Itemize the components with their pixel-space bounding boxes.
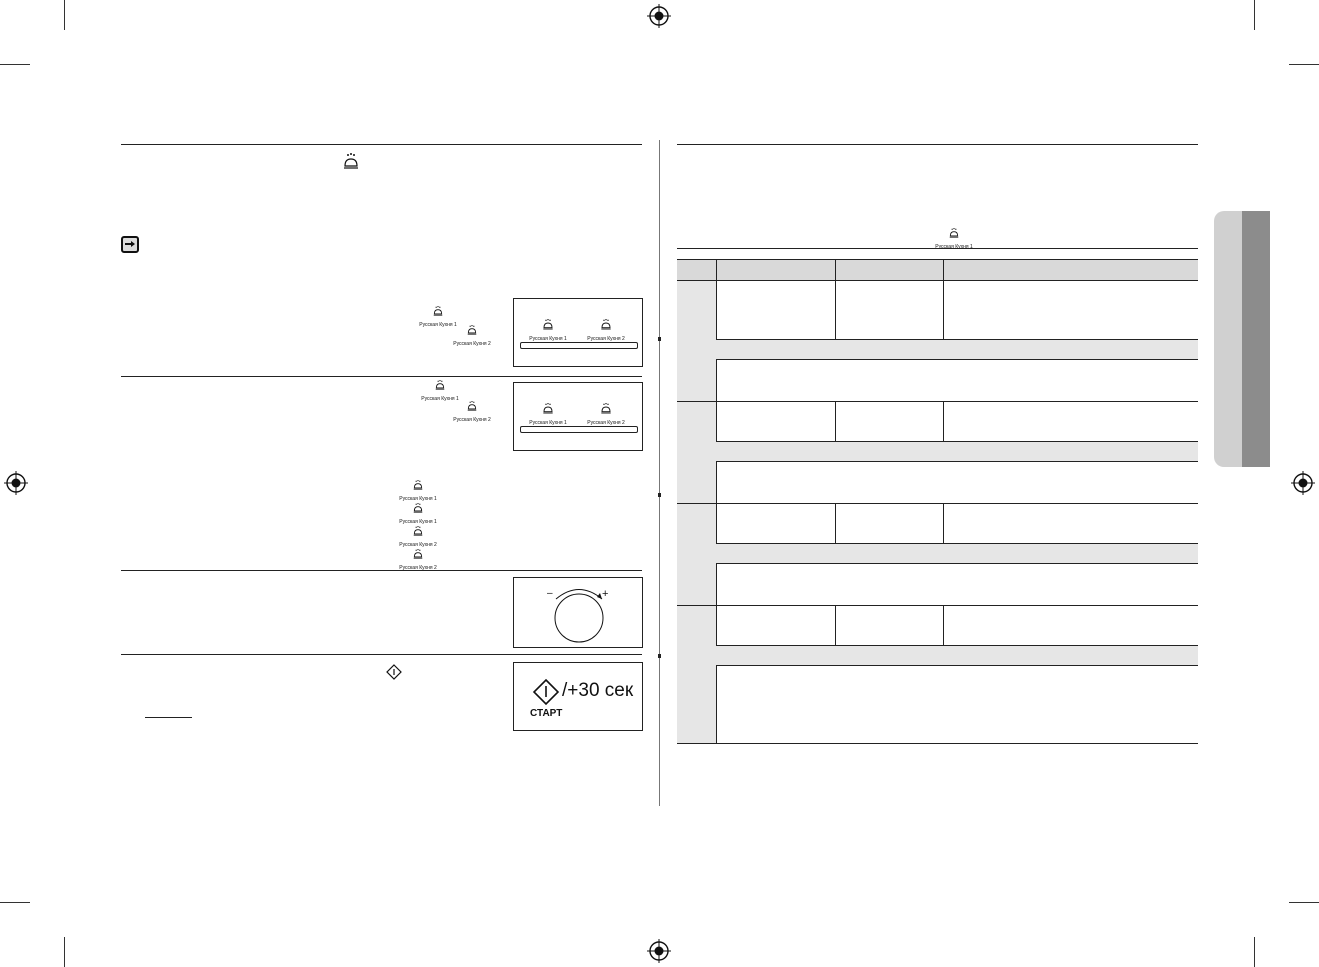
table-header-row <box>677 259 1198 281</box>
dial-knob-icon[interactable] <box>544 582 614 646</box>
registration-mark-icon <box>1291 471 1315 495</box>
row-number-cell <box>677 606 716 743</box>
start-caption: СТАРТ <box>530 708 563 719</box>
cuisine-1-button-icon: Русская Кухня 1 <box>420 378 460 402</box>
registration-mark-icon <box>647 939 671 963</box>
panel-cuisine-2-label: Русская Кухня 2 <box>587 420 625 426</box>
cooking-guide-table <box>677 259 1198 744</box>
col-divider <box>943 281 944 339</box>
center-gutter <box>659 140 660 806</box>
col-divider <box>835 259 836 281</box>
right-top-rule <box>677 144 1198 145</box>
crop-mark <box>64 0 65 30</box>
instruction-band <box>716 645 1198 666</box>
cuisine-1-list-icon: Русская Кухня 1 <box>398 501 438 525</box>
cuisine-2-button-icon: Русская Кухня 2 <box>452 323 492 347</box>
crop-mark <box>1254 0 1255 30</box>
cuisine-2-button-icon: Русская Кухня 2 <box>452 399 492 423</box>
col-divider <box>835 504 836 543</box>
step-2-rule <box>121 376 642 377</box>
underline-mark <box>145 717 192 718</box>
start-diamond-icon[interactable] <box>532 678 560 706</box>
col-divider <box>835 281 836 339</box>
panel-bar <box>520 426 638 433</box>
cuisine-2-list-icon: Русская Кухня 2 <box>398 547 438 571</box>
panel-cuisine-1-label: Русская Кухня 1 <box>529 336 567 342</box>
panel-cuisine-1-label: Русская Кухня 1 <box>529 420 567 426</box>
dial-plus-label: + <box>602 588 609 600</box>
table-top-rule <box>677 248 1198 249</box>
step-3-rule <box>121 570 642 571</box>
cuisine-1-label: Русская Кухня 1 <box>419 322 457 328</box>
left-top-rule <box>121 144 642 145</box>
row-number-cell <box>677 504 716 605</box>
col-divider <box>943 504 944 543</box>
table-bottom-rule <box>677 743 1198 744</box>
panel-cuisine-1-button[interactable]: Русская Кухня 1 <box>528 318 568 342</box>
col-divider <box>943 402 944 441</box>
instruction-band <box>716 441 1198 462</box>
panel-cuisine-2-button[interactable]: Русская Кухня 2 <box>586 402 626 426</box>
cuisine-2-label: Русская Кухня 2 <box>453 341 491 347</box>
cuisine-1-list-icon: Русская Кухня 1 <box>398 478 438 502</box>
side-tab-dark <box>1242 211 1270 467</box>
step-4-rule <box>121 654 642 655</box>
registration-mark-icon <box>647 4 671 28</box>
col-divider <box>716 606 717 743</box>
cuisine-1-label: Русская Кухня 1 <box>399 496 437 502</box>
gutter-tick <box>658 654 661 658</box>
panel-cuisine-1-button[interactable]: Русская Кухня 1 <box>528 402 568 426</box>
cuisine-1-heading-icon: Русская Кухня 1 <box>934 226 974 250</box>
cuisine-2-label: Русская Кухня 2 <box>399 542 437 548</box>
row-divider <box>677 401 1198 402</box>
registration-mark-icon <box>4 471 28 495</box>
panel-cuisine-2-label: Русская Кухня 2 <box>587 336 625 342</box>
instruction-band <box>716 543 1198 564</box>
row-divider <box>677 503 1198 504</box>
dial-minus-label: – <box>547 588 553 599</box>
col-divider <box>835 606 836 645</box>
gutter-tick <box>658 493 661 497</box>
gutter-tick <box>658 337 661 341</box>
row-number-cell <box>677 281 716 401</box>
start-diamond-icon <box>386 664 402 680</box>
cuisine-1-label: Русская Кухня 1 <box>399 519 437 525</box>
crop-mark <box>0 64 30 65</box>
cuisine-2-label: Русская Кухня 2 <box>399 565 437 571</box>
cuisine-1-label: Русская Кухня 1 <box>421 396 459 402</box>
row-divider <box>677 605 1198 606</box>
control-panel-illustration-2: Русская Кухня 1 Русская Кухня 2 <box>513 382 643 451</box>
note-hand-icon <box>121 236 139 253</box>
crop-mark <box>1289 902 1319 903</box>
cuisine-2-list-icon: Русская Кухня 2 <box>398 524 438 548</box>
crop-mark <box>1254 937 1255 967</box>
panel-bar <box>520 342 638 349</box>
start-30-sec-label: /+30 сек <box>562 680 634 701</box>
russian-cuisine-icon <box>344 153 358 169</box>
crop-mark <box>0 902 30 903</box>
col-divider <box>943 606 944 645</box>
dial-illustration: – + <box>513 577 643 648</box>
cuisine-2-label: Русская Кухня 2 <box>453 417 491 423</box>
start-button-illustration: /+30 сек СТАРТ <box>513 662 643 731</box>
cuisine-1-button-icon: Русская Кухня 1 <box>418 304 458 328</box>
col-divider <box>716 259 717 281</box>
cuisine-1-label: Русская Кухня 1 <box>935 244 973 250</box>
panel-cuisine-2-button[interactable]: Русская Кухня 2 <box>586 318 626 342</box>
crop-mark <box>1289 64 1319 65</box>
instruction-band <box>716 339 1198 360</box>
side-tab-light <box>1214 211 1244 467</box>
crop-mark <box>64 937 65 967</box>
col-divider <box>835 402 836 441</box>
control-panel-illustration-1: Русская Кухня 1 Русская Кухня 2 <box>513 298 643 367</box>
col-divider <box>943 259 944 281</box>
row-number-cell <box>677 402 716 503</box>
